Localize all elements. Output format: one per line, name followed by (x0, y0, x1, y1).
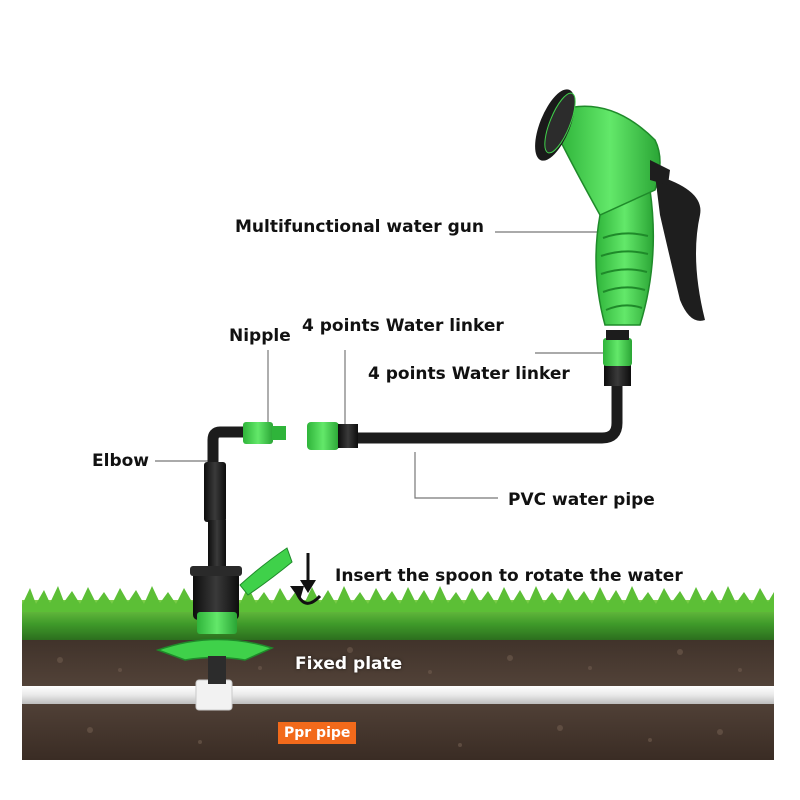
water-linker-left (307, 422, 358, 450)
leader-lines (155, 231, 605, 499)
rotate-arrows-icon (290, 553, 322, 605)
label-insert-spoon: Insert the spoon to rotate the water (335, 566, 683, 586)
elbow-assembly (204, 426, 245, 570)
valve-body (190, 547, 293, 634)
ppr-pipe (22, 679, 774, 711)
label-ppr-pipe: Ppr pipe (278, 722, 357, 744)
label-linker-right: 4 points Water linker (368, 364, 570, 384)
label-linker-top: 4 points Water linker (302, 316, 504, 336)
label-pvc-pipe: PVC water pipe (508, 490, 655, 510)
label-water-gun: Multifunctional water gun (235, 217, 484, 237)
label-elbow: Elbow (92, 451, 149, 471)
water-gun (535, 89, 705, 326)
water-linker-right (603, 330, 632, 386)
grass-blades (22, 586, 774, 612)
label-fixed-plate: Fixed plate (295, 654, 403, 674)
pvc-water-pipe (355, 380, 623, 444)
nipple-fitting (243, 422, 286, 444)
fixed-plate (155, 638, 275, 684)
label-nipple: Nipple (229, 326, 291, 346)
